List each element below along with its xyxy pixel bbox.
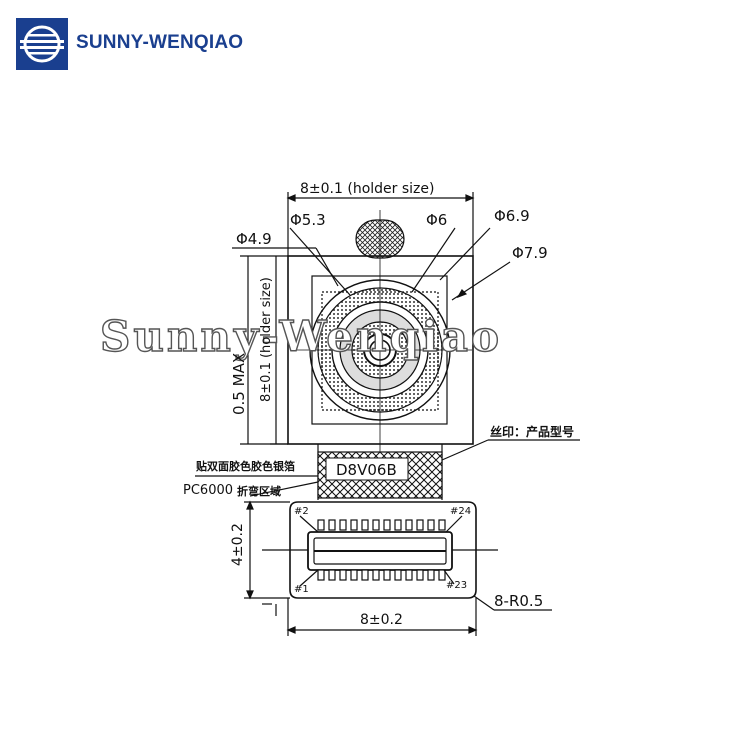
corner-radius-label: 8-R0.5: [494, 592, 543, 610]
connector-pad: [394, 519, 402, 531]
connector-pad: [350, 569, 358, 581]
holder-size-label: 8±0.1 (holder size): [300, 181, 434, 197]
connector-pad: [361, 569, 369, 581]
connector-pad: [405, 569, 413, 581]
brand-name: SUNNY-WENQIAO: [76, 32, 244, 53]
connector-pad: [339, 519, 347, 531]
connector-pad: [372, 569, 380, 581]
connector-pad: [328, 519, 336, 531]
pin-23-label: #23: [446, 580, 467, 591]
holder-vertical-label: 8±0.1 (holder size): [259, 277, 274, 402]
phi-5-3-label: Φ5.3: [290, 211, 326, 229]
pin-2-label: #2: [294, 506, 309, 517]
connector-pad: [361, 519, 369, 531]
connector-pad: [339, 569, 347, 581]
connector-pad: [394, 569, 402, 581]
fpc-length-label: 4±0.2: [230, 523, 246, 566]
connector-pad: [350, 519, 358, 531]
pin-1-label: #1: [294, 584, 309, 595]
phi-7-9-label: Φ7.9: [512, 244, 548, 262]
connector-pad: [405, 519, 413, 531]
width-bottom-label: 8±0.2: [360, 612, 403, 628]
connector-pad: [427, 519, 435, 531]
connector-pad: [427, 569, 435, 581]
connector-pad: [317, 519, 325, 531]
bend-area-label: 折弯区域: [237, 484, 281, 498]
model-label: D8V06B: [336, 461, 397, 479]
watermark-text: Sunny-Wenqiao: [100, 312, 502, 361]
connector-pad: [372, 519, 380, 531]
phi-6-label: Φ6: [426, 211, 447, 229]
phi-6-9-label: Φ6.9: [494, 207, 530, 225]
pin-24-label: #24: [450, 506, 471, 517]
fpc-material-label: PC6000: [183, 483, 233, 498]
height-max-label: 0.5 MAX: [230, 353, 248, 415]
tape-note-label: 贴双面胶色胶色银箔: [195, 459, 295, 473]
connector-pad: [438, 519, 446, 531]
connector-pad: [317, 569, 325, 581]
silkscreen-label: 丝印：产品型号: [490, 424, 574, 439]
connector-pad: [383, 519, 391, 531]
connector-pad: [383, 569, 391, 581]
connector-pad: [328, 569, 336, 581]
sunny-logo-icon: [16, 18, 68, 70]
phi-4-9-label: Φ4.9: [236, 230, 272, 248]
connector-pad: [438, 569, 446, 581]
connector-pad: [416, 569, 424, 581]
connector-pad: [416, 519, 424, 531]
